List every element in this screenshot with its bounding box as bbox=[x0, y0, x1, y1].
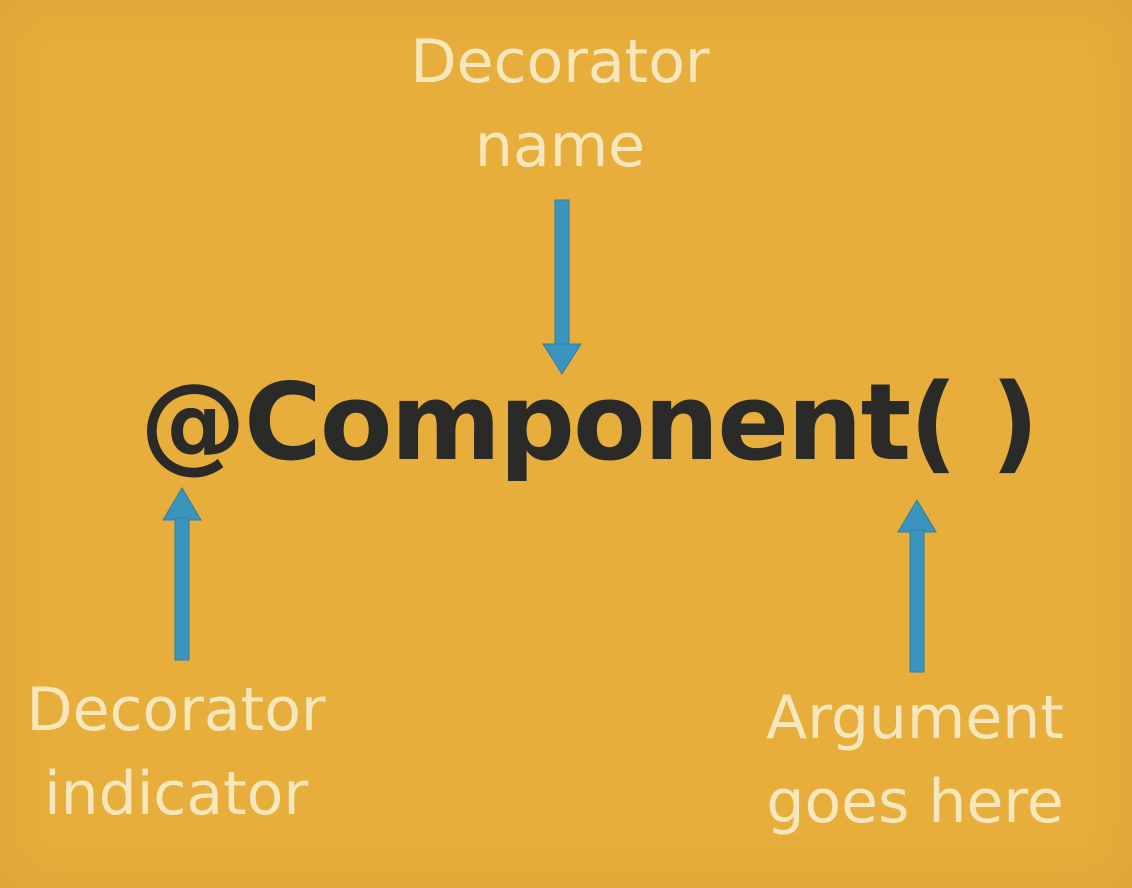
decorator-name-label: Decorator name bbox=[360, 20, 760, 188]
decorator-name-label-line-2: name bbox=[474, 111, 646, 181]
argument-label-line-2: goes here bbox=[766, 767, 1064, 837]
arrow-up-to-argument-icon bbox=[897, 499, 937, 673]
decorator-indicator-label: Decorator indicator bbox=[0, 668, 352, 836]
argument-label-line-1: Argument bbox=[766, 683, 1064, 753]
arrow-up-to-indicator-icon bbox=[162, 487, 202, 661]
code-snippet: @Component( ) bbox=[140, 361, 1039, 484]
arrow-down-to-name-icon bbox=[542, 199, 582, 375]
argument-label: Argument goes here bbox=[740, 676, 1090, 844]
decorator-indicator-label-line-2: indicator bbox=[43, 759, 309, 829]
decorator-name-label-line-1: Decorator bbox=[410, 27, 710, 97]
decorator-indicator-label-line-1: Decorator bbox=[26, 675, 326, 745]
